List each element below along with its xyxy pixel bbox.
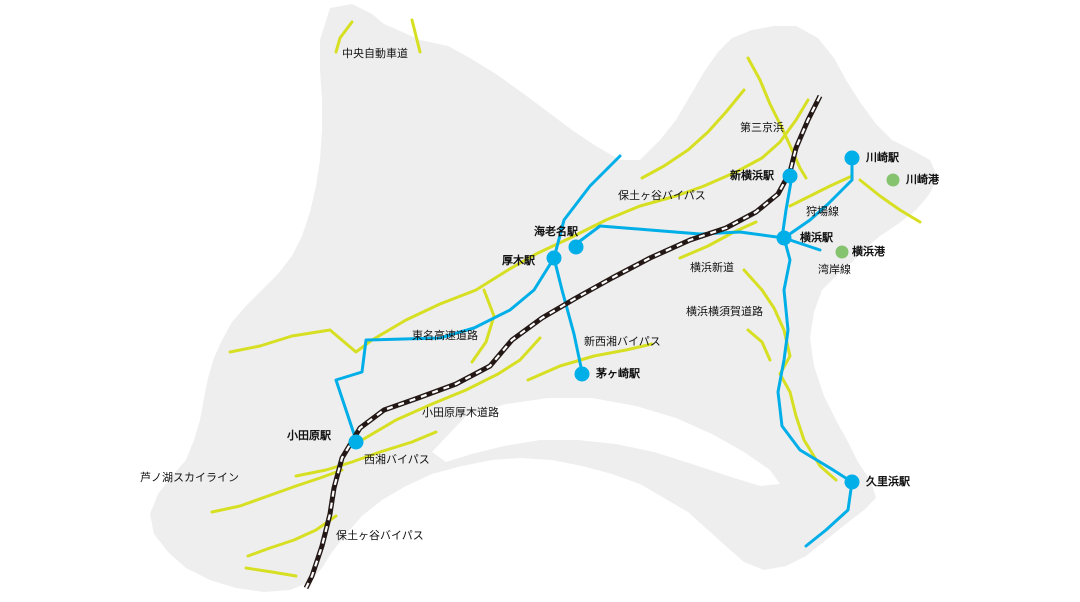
road-hodogaya-bypass-north (640, 88, 746, 180)
road-chuo-expressway (334, 20, 354, 54)
rail-keihin-tohoku (782, 156, 854, 240)
road-karibasen (788, 174, 854, 208)
station-label: 新横浜駅 (730, 169, 774, 182)
road-wanganesen (858, 178, 922, 224)
kawasaki-port-land (866, 182, 926, 222)
rail-sotetsu-line (574, 224, 786, 246)
road-misc-2 (244, 566, 298, 578)
road-label: 小田原厚木道路 (422, 406, 499, 419)
station-label: 海老名駅 (534, 225, 578, 238)
station-label: 久里浜駅 (866, 475, 910, 488)
rail-keikyu-yokosuka (776, 236, 854, 548)
road-tomei-branch (470, 288, 496, 364)
station-dot-icon[interactable] (782, 168, 798, 184)
rail-odakyu-line (334, 256, 556, 442)
tokyo-bay (818, 188, 946, 480)
station-label: 茅ヶ崎駅 (596, 367, 640, 380)
road-label: 横浜横須賀道路 (686, 305, 763, 318)
road-label: 狩場線 (806, 205, 839, 218)
road-label: 東名高速道路 (412, 329, 478, 342)
port-label: 川崎港 (906, 173, 939, 186)
shinkansen-line-dash (305, 95, 821, 589)
road-ashinoko-skyline (210, 468, 344, 514)
station-dot-icon[interactable] (546, 250, 562, 266)
station-dot-icon[interactable] (844, 474, 860, 490)
road-daisan-keihin (746, 56, 808, 180)
shinkansen-layer (303, 94, 823, 590)
rail-sagami-line (552, 256, 584, 374)
sagami-bay (432, 398, 780, 486)
station-label: 川崎駅 (866, 151, 899, 164)
road-label: 湾岸線 (818, 263, 851, 276)
road-shin-shonan-bypass (526, 342, 654, 382)
rail-layer (334, 154, 854, 548)
road-tomei-expressway (228, 98, 810, 354)
station-label: 厚木駅 (502, 254, 535, 267)
road-misc-1 (410, 18, 422, 54)
road-label: 保土ヶ谷バイパス (336, 529, 424, 542)
rail-yokohama-line (780, 174, 794, 240)
station-label: 横浜駅 (800, 231, 833, 244)
road-seisho-bypass (294, 430, 438, 478)
road-yokohama-yokosuka-branch (746, 328, 772, 362)
rail-odakyu-north (552, 154, 622, 260)
road-label: 保土ヶ谷バイパス (618, 189, 706, 202)
station-dot-icon[interactable] (574, 366, 590, 382)
road-label: 芦ノ湖スカイライン (140, 471, 239, 484)
port-layer (835, 173, 900, 259)
road-label: 新西湘バイパス (584, 335, 661, 348)
station-label: 小田原駅 (287, 429, 331, 442)
station-dot-icon[interactable] (568, 239, 584, 255)
land-area (150, 4, 938, 592)
station-layer (348, 150, 860, 490)
road-label: 横浜新道 (690, 261, 734, 274)
road-label: 中央自動車道 (342, 47, 408, 60)
station-dot-icon[interactable] (776, 230, 792, 246)
road-yokohama-shindo (678, 220, 758, 260)
port-dot-icon[interactable] (835, 245, 849, 259)
station-dot-icon[interactable] (348, 434, 364, 450)
road-odawara-atsugi (360, 336, 542, 442)
station-dot-icon[interactable] (844, 150, 860, 166)
road-label: 西湘バイパス (364, 453, 430, 466)
port-label: 横浜港 (852, 245, 885, 258)
road-hodogaya-bypass-south (246, 514, 338, 558)
road-label: 第三京浜 (740, 121, 784, 134)
land-layer (150, 4, 946, 592)
port-dot-icon[interactable] (886, 173, 900, 187)
